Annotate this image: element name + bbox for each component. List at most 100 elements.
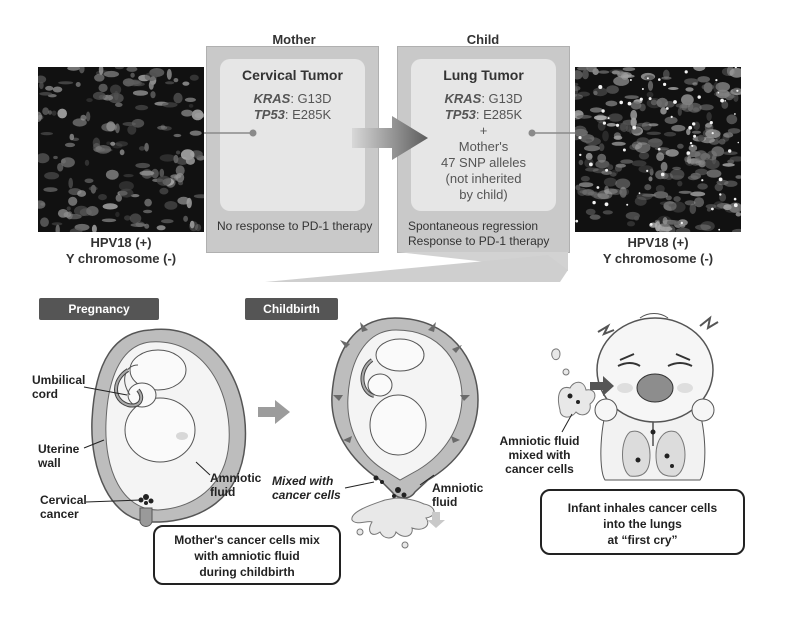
micrograph-nucleus [615,163,626,168]
micrograph-nucleus [576,114,592,119]
micrograph-nucleus [704,158,720,170]
micrograph-signal-dot [626,203,629,206]
inhale-arrow-icon [590,376,614,396]
micrograph-nucleus [585,138,592,142]
micrograph-nucleus [670,169,685,180]
snp-line-2: 47 SNP alleles [440,155,527,170]
micrograph-nucleus [105,169,119,180]
childbirth-note-line-1: Mother's cancer cells mix [174,533,320,547]
micrograph-nucleus [69,228,83,232]
micrograph-nucleus [79,67,85,74]
micrograph-signal-dot [719,193,722,196]
micrograph-nucleus [602,130,609,142]
snp-line-1: Mother's [458,139,509,154]
micrograph-nucleus [635,142,651,153]
micrograph-nucleus [157,125,168,130]
micrograph-nucleus [55,224,60,232]
micrograph-nucleus [159,187,169,195]
uterine-label-line-1: Uterine [38,442,80,456]
micrograph-nucleus [124,215,131,221]
mother-kras-line: KRAS: G13D [220,91,365,107]
micrograph-nucleus [675,103,691,109]
micrograph-nucleus [58,81,74,85]
micrograph-nucleus [644,184,652,191]
micrograph-nucleus [61,158,66,164]
right-connector-dot [528,129,536,137]
mixed-label-line-1: Mixed with [272,474,334,488]
micrograph-nucleus [693,67,706,72]
micrograph-nucleus [624,95,639,99]
micrograph-nucleus [677,180,683,187]
micrograph-nucleus [665,149,679,157]
micrograph-nucleus [578,182,594,188]
micrograph-nucleus [706,112,712,121]
micrograph-nucleus [159,168,165,178]
micrograph-signal-dot [646,169,649,172]
micrograph-nucleus [656,152,665,161]
micrograph-nucleus [675,227,691,232]
micrograph-nucleus [130,72,135,78]
micrograph-nucleus [191,109,204,121]
micrograph-nucleus [115,141,128,147]
micrograph-nucleus [697,76,710,83]
micrograph-nucleus [110,141,116,146]
micrograph-signal-dot [680,221,683,225]
micrograph-signal-dot [648,97,652,101]
micrograph-nucleus [577,67,589,71]
micrograph-nucleus [144,72,158,82]
micrograph-signal-dot [718,177,723,182]
micrograph-signal-dot [711,207,714,211]
micrograph-nucleus [631,160,647,167]
micrograph-nucleus [597,190,613,200]
micrograph-nucleus [115,123,120,134]
micrograph-nucleus [607,164,614,171]
micrograph-nucleus [74,205,89,217]
micrograph-signal-dot [579,153,582,157]
micrograph-nucleus [601,170,613,175]
micrograph-nucleus [185,156,195,165]
micrograph-nucleus [692,82,698,86]
micrograph-nucleus [711,146,725,157]
micrograph-nucleus [580,175,590,182]
micrograph-nucleus [178,180,184,186]
micrograph-nucleus [92,91,106,100]
micrograph-nucleus [660,107,667,115]
childbirth-note-box: Mother's cancer cells mix with amniotic … [153,525,341,585]
micrograph-signal-dot [658,78,661,81]
plus-sign: + [479,123,488,138]
micrograph-nucleus [98,83,108,93]
micrograph-nucleus [706,169,722,178]
micrograph-nucleus [662,217,668,225]
micrograph-nucleus [648,123,659,127]
micrograph-signal-dot [607,117,610,120]
micrograph-signal-dot [575,219,579,223]
micrograph-nucleus [647,80,654,91]
micrograph-nucleus [106,121,116,132]
childbirth-stage-tag: Childbirth [245,298,338,320]
micrograph-nucleus [706,150,718,161]
micrograph-nucleus [77,190,87,197]
mother-therapy-response: No response to PD-1 therapy [217,219,373,233]
micrograph-nucleus [86,98,93,103]
micrograph-nucleus [64,142,76,148]
micrograph-nucleus [706,207,712,212]
micrograph-signal-dot [604,202,609,207]
mixed-with-cancer-cells-label: Mixed with cancer cells [272,474,341,502]
micrograph-nucleus [75,82,81,87]
micrograph-signal-dot [670,115,673,118]
micrograph-nucleus [615,70,625,76]
micrograph-nucleus [665,195,672,201]
mixed-label-line-2: cancer cells [272,488,341,502]
micrograph-nucleus [135,221,145,228]
micrograph-nucleus [144,223,150,229]
micrograph-nucleus [597,153,607,163]
micrograph-nucleus [95,146,103,150]
micrograph-nucleus [53,155,58,160]
amniotic-b-label-line-1: Amniotic [432,481,484,495]
micrograph-nucleus [43,187,58,192]
micrograph-signal-dot [733,197,737,201]
micrograph-nucleus [150,91,156,99]
micrograph-nucleus [38,200,46,209]
micrograph-nucleus [691,130,702,134]
uterine-label-line-2: wall [38,456,61,470]
